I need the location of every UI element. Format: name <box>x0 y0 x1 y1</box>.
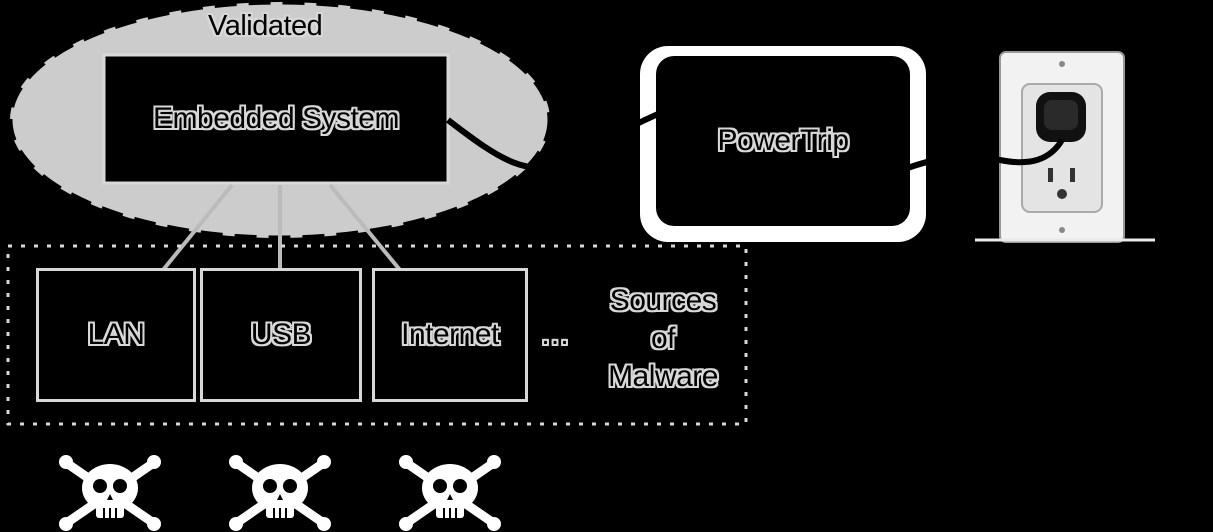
sources-group-label: Sources of Malware <box>588 282 738 396</box>
embedded-system-box <box>102 53 450 185</box>
source-box-lan: LAN <box>36 268 196 402</box>
powertrip-label: PowerTrip <box>717 124 849 157</box>
embedded-system-label-box: Embedded System <box>104 55 448 183</box>
skull-crossbones-icon <box>59 455 161 531</box>
validated-label: Validated <box>208 10 323 42</box>
wall-outlet-icon <box>975 51 1155 243</box>
source-label-lan: LAN <box>87 318 145 351</box>
sources-ellipsis: … <box>540 318 570 351</box>
cable-to-outlet <box>864 138 1065 188</box>
skull-crossbones-icon <box>229 455 331 531</box>
powertrip-box <box>656 56 910 226</box>
embedded-system-label: Embedded System <box>153 102 399 135</box>
sources-group-label-line2: of <box>650 322 676 355</box>
source-box-usb: USB <box>200 268 362 402</box>
cable-to-powertrip-highlight <box>446 117 572 171</box>
power-plug-icon <box>1036 92 1086 142</box>
sources-group-box <box>6 244 748 426</box>
source-box-internet: Internet <box>372 268 528 402</box>
skull-crossbones-icon <box>399 455 501 531</box>
source-label-internet: Internet <box>401 318 499 351</box>
sources-group-label-line1: Sources <box>609 284 717 317</box>
connector-lan <box>161 183 234 272</box>
source-label-usb: USB <box>250 318 312 351</box>
sources-group-label-line3: Malware <box>608 360 718 393</box>
connector-internet <box>328 183 402 272</box>
powertrip-label-box: PowerTrip <box>656 56 910 226</box>
